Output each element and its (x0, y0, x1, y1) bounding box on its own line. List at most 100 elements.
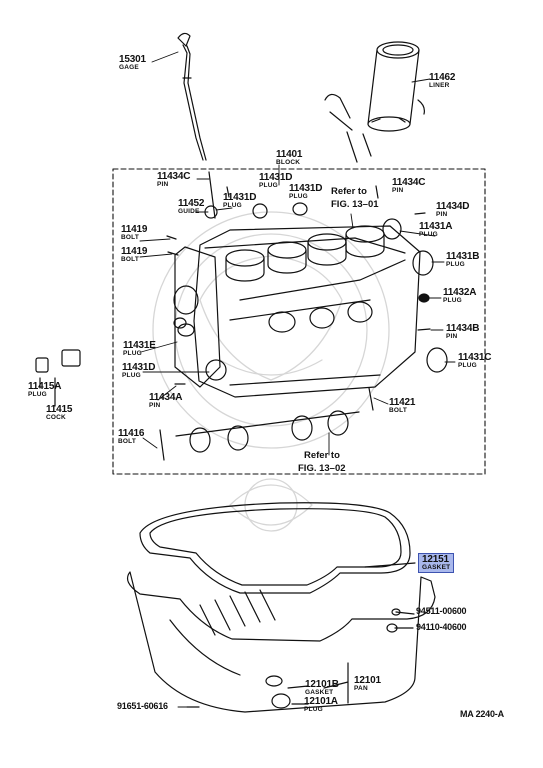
part-number: 11434D (436, 201, 470, 212)
label-94511-00600: 94511-00600 (416, 606, 467, 616)
label-11415: 11415 COCK (46, 405, 72, 422)
part-number: 11434C (157, 171, 191, 182)
gage-dipstick-drawing (177, 32, 207, 161)
block-plugs-and-pins (159, 171, 448, 461)
part-number: 11452 (178, 198, 205, 209)
part-name: BOLT (121, 234, 140, 241)
part-name: PLUG (259, 182, 278, 189)
label-94110-40600: 94110-40600 (416, 622, 467, 632)
part-name: PLUG (446, 261, 465, 268)
part-number: 94511-00600 (416, 606, 467, 616)
part-number: 12101A (304, 696, 338, 707)
part-name: BOLT (118, 438, 137, 445)
part-name: PIN (436, 211, 448, 218)
oil-pan-drawing (127, 571, 436, 713)
watermark-emblem (152, 211, 390, 532)
label-11431c: 11431C PLUG (458, 353, 491, 370)
cylinder-bores (225, 225, 385, 282)
part-name: PIN (149, 402, 161, 409)
part-number: 11432A (443, 287, 477, 298)
part-number: 94110-40600 (416, 622, 467, 632)
part-number: 11419 (121, 224, 148, 235)
part-number: 11415A (28, 381, 62, 392)
label-12151-highlighted[interactable]: 12151 GASKET (418, 553, 455, 573)
label-11432a: 11432A PLUG (443, 288, 476, 305)
part-number: 11431D (122, 362, 156, 373)
label-11415a: 11415A PLUG (28, 382, 61, 399)
part-name: PIN (392, 187, 404, 194)
liner-drawing (324, 41, 425, 163)
part-name: BOLT (121, 256, 140, 263)
part-number: 12101B (305, 679, 339, 690)
cock-and-plug-drawing (35, 349, 81, 407)
label-11434c-right: 11434C PIN (392, 178, 425, 195)
part-name: LINER (429, 82, 450, 89)
part-number: 11401 (276, 149, 303, 160)
part-name: PLUG (458, 362, 477, 369)
part-number: 11431B (446, 251, 480, 262)
label-11421: 11421 BOLT (389, 398, 415, 415)
part-number: 11421 (389, 397, 416, 408)
label-15301: 15301 GAGE (119, 55, 146, 72)
label-11462: 11462 LINER (429, 73, 455, 90)
label-11431b: 11431B PLUG (446, 252, 479, 269)
part-name: PLUG (419, 231, 438, 238)
part-name: PAN (354, 685, 368, 692)
part-number: 11434A (149, 392, 183, 403)
part-number: 11431D (223, 192, 257, 203)
part-number: 11462 (429, 72, 456, 83)
part-number: 11434B (446, 323, 480, 334)
label-11434a: 11434A PIN (149, 393, 182, 410)
part-number: 11434C (392, 177, 426, 188)
refer-to-text: Refer to (331, 186, 367, 197)
part-number: 11431D (289, 183, 323, 194)
part-name: PIN (446, 333, 458, 340)
part-name: BLOCK (276, 159, 301, 166)
part-number: 15301 (119, 54, 146, 65)
label-11431d-top: 11431D PLUG (259, 173, 292, 190)
part-name: PLUG (304, 706, 323, 713)
part-number: 11431E (123, 340, 156, 351)
leader-lines (139, 51, 456, 708)
part-number: 11431C (458, 352, 492, 363)
label-11419-a: 11419 BOLT (121, 225, 147, 242)
part-number: 11416 (118, 428, 145, 439)
label-11431d-mid: 11431D PLUG (289, 184, 322, 201)
part-name: PLUG (122, 372, 141, 379)
label-11419-b: 11419 BOLT (121, 247, 147, 264)
refer-figure-text: FIG. 13–01 (331, 198, 379, 210)
part-name: GASKET (305, 689, 334, 696)
part-number: 91651-60616 (117, 701, 168, 711)
part-number: 11431A (419, 221, 453, 232)
oil-pan-gasket-drawing (139, 502, 416, 594)
refer-to-text: Refer to (304, 450, 340, 461)
part-name: PLUG (28, 391, 47, 398)
part-number: 11415 (46, 404, 73, 415)
part-number: 11431D (259, 172, 293, 183)
part-name: PLUG (443, 297, 462, 304)
part-name: PIN (157, 181, 169, 188)
label-12101: 12101 PAN (354, 676, 381, 693)
part-name: PLUG (123, 350, 142, 357)
part-name: PLUG (223, 202, 242, 209)
part-name: COCK (46, 414, 66, 421)
label-11431d-inner: 11431D PLUG (223, 193, 256, 210)
part-number: 12151 (422, 554, 449, 565)
label-11434b: 11434B PIN (446, 324, 479, 341)
label-11416: 11416 BOLT (118, 429, 144, 446)
block-boundary-box (112, 168, 486, 475)
refer-figure-text: FIG. 13–02 (298, 462, 346, 474)
bearing-rings (175, 410, 360, 453)
label-11401: 11401 BLOCK (276, 150, 302, 167)
label-91651-60616: 91651-60616 (117, 702, 168, 711)
label-11434c-left: 11434C PIN (157, 172, 190, 189)
label-12101b: 12101B GASKET (305, 680, 339, 697)
refer-to-lower: Refer to FIG. 13–02 (298, 450, 346, 473)
part-name: GASKET (422, 564, 451, 571)
label-11431a: 11431A PLUG (419, 222, 452, 239)
part-name: GUIDE (178, 208, 200, 215)
part-name: GAGE (119, 64, 139, 71)
label-11431d-low: 11431D PLUG (122, 363, 155, 380)
